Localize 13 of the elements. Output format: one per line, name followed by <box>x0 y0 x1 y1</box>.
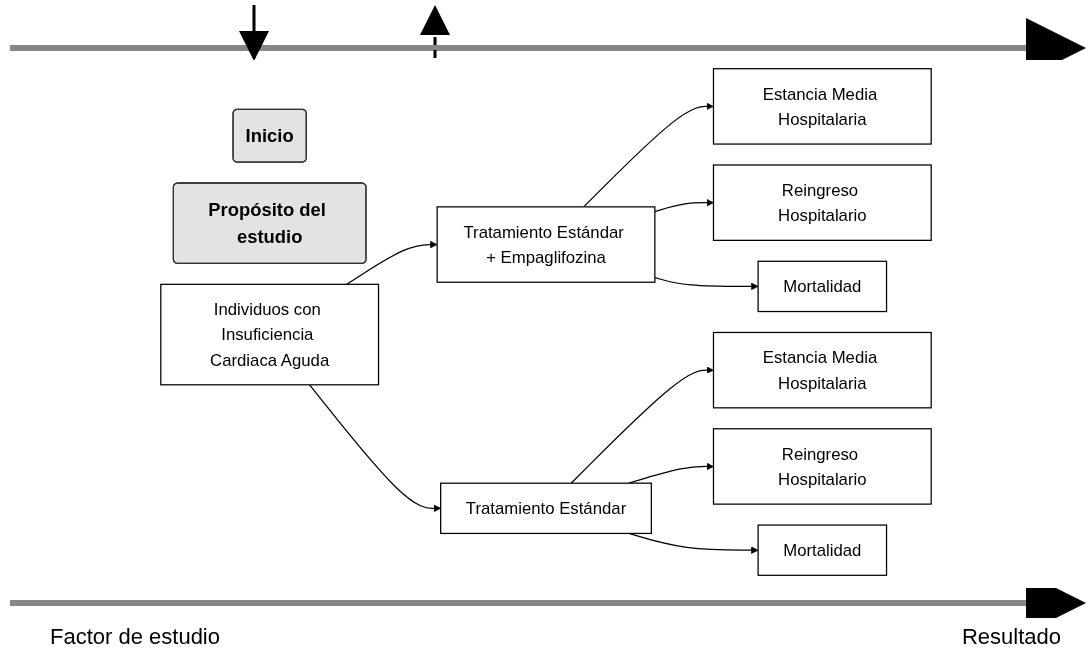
node-box: Tratamiento Estándar <box>439 482 652 535</box>
node-box: Mortalidad <box>757 260 887 313</box>
node-box: Reingreso Hospitalario <box>712 428 932 505</box>
node-box: Estancia Media Hospitalaria <box>712 331 932 409</box>
node-box: Reingreso Hospitalario <box>712 164 932 241</box>
arrow <box>345 240 437 285</box>
axis-label: Factor de estudio <box>50 624 220 650</box>
node-box: Tratamiento Estándar + Empaglifozina <box>436 206 655 283</box>
arrow <box>308 384 441 512</box>
axis-label: Resultado <box>961 624 1061 650</box>
node-box: Mortalidad <box>757 524 887 576</box>
node-box: Estancia Media Hospitalaria <box>712 68 932 145</box>
node-box: Individuos con Insuficiencia Cardiaca Aguda <box>159 283 379 386</box>
